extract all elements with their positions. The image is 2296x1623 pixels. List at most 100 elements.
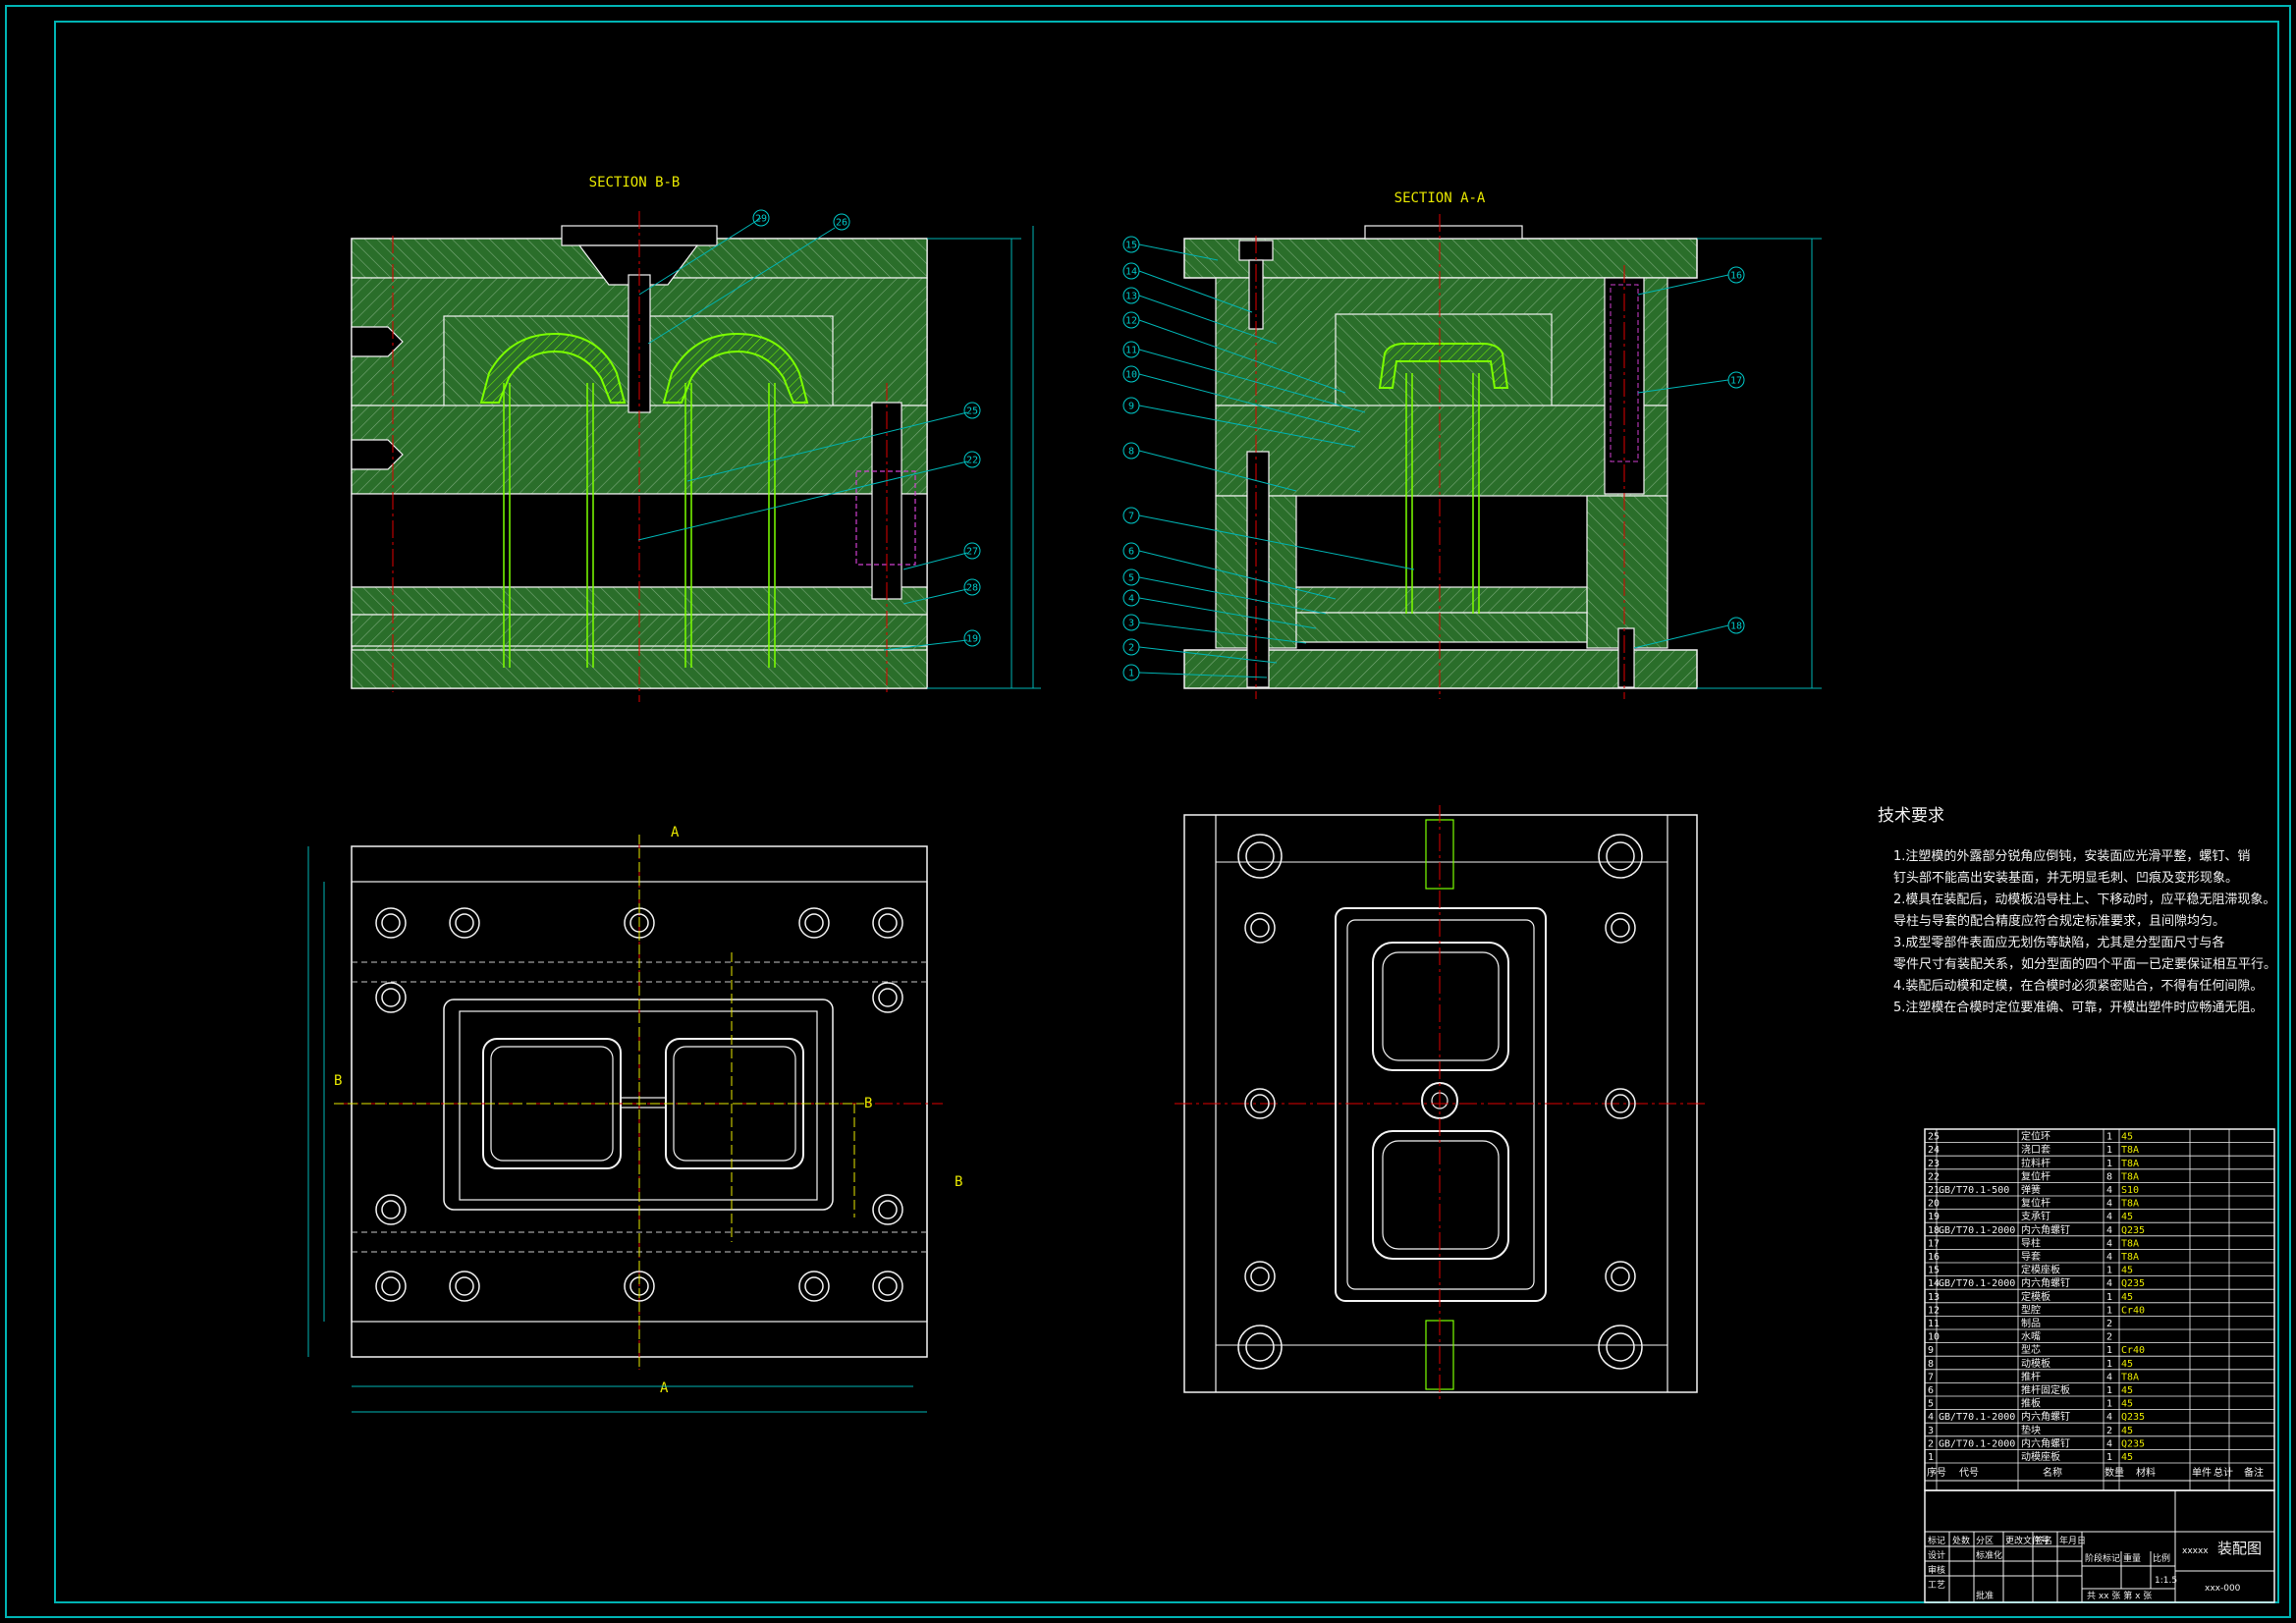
bom-cell-name: 推杆固定板: [2021, 1383, 2070, 1396]
leader-line: [1138, 243, 1219, 261]
bom-cell-mat: Q235: [2121, 1412, 2145, 1423]
part-balloon: 28: [963, 578, 981, 596]
bom-cell-no: 22: [1928, 1171, 1940, 1182]
bolt-hole-inner: [455, 913, 474, 933]
bolt-hole: [872, 1194, 903, 1225]
bom-cell-name: 垫块: [2021, 1424, 2041, 1436]
bom-cell-mat: 45: [2121, 1132, 2133, 1143]
bom-cell-qty: 1: [2106, 1399, 2112, 1410]
bom-cell-mat: 45: [2121, 1385, 2133, 1396]
leader-line: [1138, 514, 1415, 570]
bolt-hole: [872, 907, 903, 939]
tb-label: 工艺: [1928, 1580, 1945, 1591]
part-balloon: 27: [963, 542, 981, 560]
bom-cell-name: 动模板: [2021, 1357, 2050, 1370]
leader-line: [1138, 597, 1317, 629]
bom-cell-qty: 4: [2106, 1438, 2112, 1449]
bolt-hole-inner: [1250, 1267, 1270, 1286]
tb-label: 比例: [2153, 1552, 2170, 1564]
balloon-circle: [1122, 664, 1140, 681]
bom-cell-name: 导柱: [2021, 1236, 2041, 1249]
leader-line: [1138, 349, 1366, 413]
balloon-number: 16: [1730, 271, 1742, 282]
leader-line: [1138, 550, 1337, 600]
balloon-circle: [752, 209, 770, 227]
bolt-hole: [798, 907, 830, 939]
balloon-number: 4: [1128, 594, 1134, 605]
bom-cell-mat: 45: [2121, 1359, 2133, 1370]
balloon-number: 17: [1730, 376, 1742, 387]
balloon-number: 12: [1125, 316, 1137, 327]
balloon-number: 25: [966, 406, 978, 417]
bom-header-cell: 名称: [2043, 1466, 2062, 1479]
balloon-number: 9: [1128, 402, 1134, 412]
bolt-hole-inner: [804, 913, 824, 933]
plan-view-moving-half: [1175, 805, 1709, 1402]
bom-cell-no: 18: [1928, 1225, 1940, 1236]
bom-cell-qty: 4: [2106, 1252, 2112, 1263]
bolt-hole-inner: [1611, 918, 1630, 938]
balloon-number: 6: [1128, 547, 1134, 558]
balloon-number: 29: [755, 214, 767, 225]
bolt-hole-inner: [1606, 841, 1635, 871]
part-balloon: 2: [1122, 638, 1140, 656]
section-marker-a-top: A: [671, 825, 680, 840]
bom-cell-code: GB/T70.1-2000: [1939, 1278, 2015, 1289]
tb-sheets: 共 xx 张 第 x 张: [2087, 1590, 2152, 1601]
bom-cell-qty: 2: [2106, 1319, 2112, 1329]
bom-header-cell: 数量: [2105, 1466, 2124, 1479]
part-balloon: 13: [1122, 287, 1140, 304]
bom-cell-no: 16: [1928, 1252, 1940, 1263]
bom-header-cell: 总计: [2214, 1466, 2233, 1479]
part-balloon: 8: [1122, 442, 1140, 460]
bolt-hole-inner: [1250, 918, 1270, 938]
bolt-hole-inner: [455, 1276, 474, 1296]
leader-line: [1637, 379, 1729, 394]
balloon-circle: [963, 542, 981, 560]
bolt-hole: [872, 1271, 903, 1302]
balloon-number: 10: [1125, 370, 1137, 381]
balloon-number: 19: [966, 634, 978, 645]
aa-balloon-group-right: 16 17 18: [1727, 266, 1745, 634]
bom-cell-name: 浇口套: [2021, 1143, 2050, 1156]
bolt-hole: [375, 982, 407, 1013]
bom-cell-mat: 45: [2121, 1399, 2133, 1410]
tb-label: 标准化: [1976, 1549, 2002, 1561]
tb-label: 审核: [1928, 1564, 1945, 1576]
bom-cell-name: 型腔: [2021, 1303, 2041, 1316]
bom-cell-code: GB/T70.1-2000: [1939, 1412, 2015, 1423]
tech-req-line: 2.模具在装配后，动模板沿导柱上、下移动时，应平稳无阻滞现象。: [1893, 892, 2275, 907]
bolt-hole-inner: [381, 1276, 401, 1296]
tb-label: 年月日: [2059, 1535, 2086, 1546]
tech-req-line: 钉头部不能高出安装基面，并无明显毛刺、凹痕及变形现象。: [1893, 870, 2238, 886]
tech-req-title: 技术要求: [1878, 806, 1944, 826]
tb-label: 设计: [1928, 1549, 1945, 1561]
bolt-hole: [375, 1194, 407, 1225]
balloon-number: 15: [1125, 241, 1137, 251]
bolt-hole-inner: [381, 913, 401, 933]
part-balloon: 26: [833, 213, 850, 231]
balloon-circle: [1122, 614, 1140, 631]
part-balloon: 18: [1727, 617, 1745, 634]
balloon-circle: [963, 578, 981, 596]
bom-cell-qty: 4: [2106, 1199, 2112, 1210]
bolt-hole: [375, 907, 407, 939]
bolt-hole-inner: [1250, 1094, 1270, 1113]
technical-requirements: 技术要求 1.注塑模的外露部分锐角应倒钝，安装面应光滑平整，螺钉、销 钉头部不能…: [1878, 806, 2276, 1015]
molded-part-left: [479, 332, 627, 404]
part-balloon: 22: [963, 451, 981, 468]
bom-cell-qty: 4: [2106, 1185, 2112, 1196]
bolt-hole: [1605, 912, 1636, 944]
bom-cell-qty: 4: [2106, 1412, 2112, 1423]
bom-cell-mat: Cr40: [2121, 1345, 2145, 1356]
bom-header-cell: 材料: [2136, 1466, 2156, 1479]
leader-line: [1138, 405, 1356, 448]
bom-cell-qty: 1: [2106, 1305, 2112, 1316]
